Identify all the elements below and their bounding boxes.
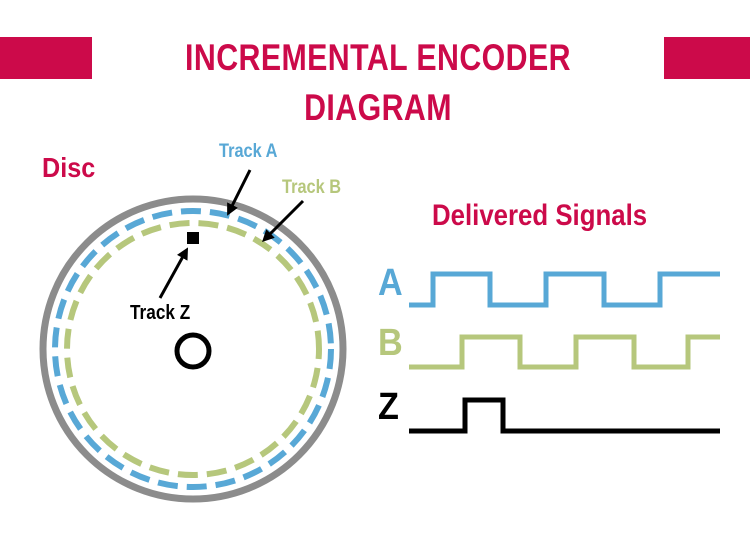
track-b-ring xyxy=(64,220,322,478)
encoder-disc xyxy=(39,195,347,503)
track-a-label: Track A xyxy=(219,141,278,162)
track-z-arrow xyxy=(158,247,189,299)
page-title: INCREMENTAL ENCODER DIAGRAM xyxy=(185,37,571,128)
track-b-arrow xyxy=(262,199,305,242)
track-b-label: Track B xyxy=(282,177,342,198)
signal-b-label: B xyxy=(378,322,403,364)
track-a-arrow xyxy=(227,169,252,216)
disc-hub xyxy=(174,332,212,370)
signal-a-label: A xyxy=(378,262,403,304)
signal-b-waveform xyxy=(409,334,720,370)
track-z-marker xyxy=(187,232,199,244)
disc-label: Disc xyxy=(42,152,96,183)
signal-z-label: Z xyxy=(378,386,399,428)
track-z-label: Track Z xyxy=(130,302,191,324)
track-a-ring xyxy=(52,208,334,490)
delivered-signals-label: Delivered Signals xyxy=(432,199,648,232)
signal-a-waveform xyxy=(409,271,720,308)
signal-z-waveform xyxy=(409,397,720,434)
title-banner-right xyxy=(664,37,750,79)
disc-rim xyxy=(39,195,347,503)
title-banner-left xyxy=(0,37,92,79)
